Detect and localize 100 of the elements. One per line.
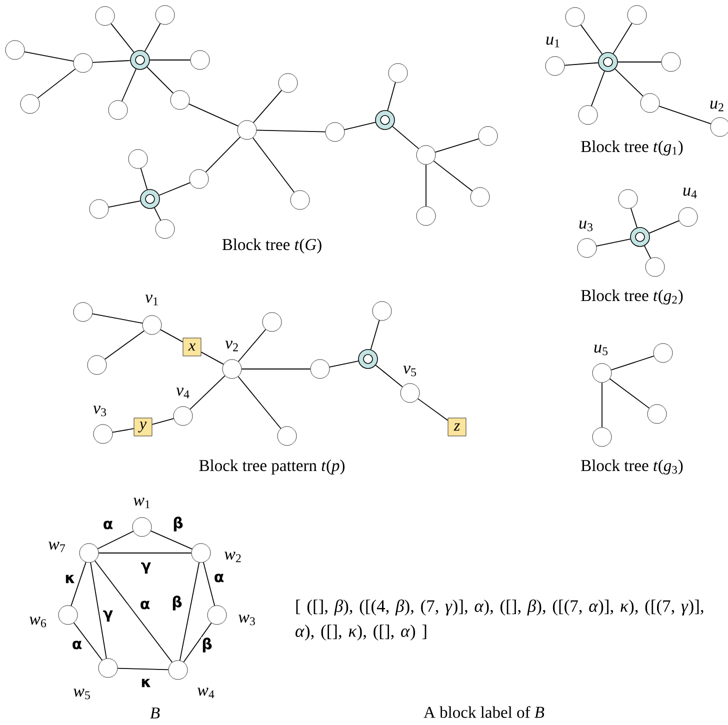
edge-line (329, 360, 359, 368)
vertex-node (155, 219, 175, 239)
vertex-node (647, 404, 667, 424)
edge-line (609, 378, 650, 409)
edge-line (110, 23, 134, 53)
vertex-node (79, 543, 99, 563)
edge-line (375, 364, 403, 388)
edge-line (434, 138, 480, 153)
edge-line (188, 104, 239, 126)
edge-line (205, 136, 241, 173)
vertex-label: w$_{7}$ (48, 542, 66, 552)
vertex-label: u$_{2}$ (710, 100, 724, 112)
edge-label: α (102, 520, 114, 530)
edge-line (238, 328, 266, 362)
edge-line (658, 106, 712, 124)
vertex-node (93, 424, 113, 444)
vertex-node (128, 149, 148, 169)
vertex-label: u$_{4}$ (683, 188, 697, 198)
edge-line (160, 329, 184, 342)
edge-line (154, 207, 162, 221)
vertex-node (310, 359, 330, 379)
edge-line (370, 320, 380, 350)
vertex-node (565, 7, 585, 27)
cut-vertex-node (140, 189, 160, 209)
caption: Block tree t(G) (222, 238, 322, 254)
vertex-label: u$_{1}$ (546, 36, 560, 48)
edge-label: α (139, 600, 151, 610)
vertex-label: v$_{2}$ (225, 340, 238, 352)
vertex-node (577, 238, 597, 258)
edge-line (648, 220, 680, 234)
edge-label: γ (102, 610, 114, 622)
vertex-node (470, 187, 490, 207)
vertex-node (478, 126, 498, 146)
vertex-node (325, 122, 345, 142)
vertex-node (190, 50, 210, 70)
edge-line (140, 168, 148, 190)
edge-line (92, 313, 143, 324)
vertex-label: w$_{1}$ (134, 498, 150, 508)
vertex-node (578, 105, 598, 125)
edge-line (144, 23, 161, 52)
edge-line (241, 368, 311, 370)
vertex-node (678, 207, 698, 227)
vertex-node (416, 145, 436, 165)
vertex-node (592, 427, 612, 447)
edge-line (97, 530, 134, 550)
edge-label: β (171, 595, 183, 611)
edge-line (190, 375, 226, 410)
vertex-node (388, 63, 408, 83)
vertex-label: v$_{1}$ (145, 294, 158, 306)
vertex-node (89, 199, 109, 219)
edge-label: β (201, 637, 213, 653)
edge-line (580, 24, 603, 54)
vertex-node (262, 312, 282, 332)
edge-line (612, 22, 632, 54)
vertex-node (618, 189, 638, 209)
edge-line (158, 182, 190, 196)
caption: A block label of B (424, 706, 544, 718)
vertex-node (73, 53, 93, 73)
vertex-node (207, 605, 227, 625)
vertex-node (20, 94, 40, 114)
edge-line (200, 352, 224, 365)
vertex-node (168, 660, 188, 680)
edge-label: α (71, 640, 83, 650)
edge-label: κ (64, 574, 76, 584)
edge-line (121, 68, 136, 102)
vertex-node (237, 120, 257, 140)
vertex-node (710, 117, 728, 137)
vertex-node (170, 90, 190, 110)
vertex-node (95, 6, 115, 26)
caption: Block tree t(g$_{2}$) (581, 290, 683, 304)
vertex-node (416, 206, 436, 226)
edge-line (24, 51, 74, 62)
vertex-node (155, 5, 175, 25)
edge-line (614, 68, 644, 97)
edge-line (387, 82, 396, 111)
vertex-node (640, 93, 660, 113)
edge-line (630, 208, 638, 228)
edge-line (117, 668, 169, 670)
vertex-node (653, 343, 673, 363)
vertex-label: v$_{5}$ (403, 366, 416, 376)
variable-box: y (134, 418, 152, 436)
vertex-node (400, 383, 420, 403)
edge-line (238, 376, 282, 429)
edge-line (392, 126, 420, 150)
edge-line (179, 562, 200, 661)
vertex-node (142, 315, 162, 335)
caption: Block tree t(g$_{3}$) (581, 460, 683, 474)
vertex-node (592, 363, 612, 383)
edge-line (610, 356, 654, 370)
edge-line (37, 68, 76, 98)
vertex-label: w$_{5}$ (74, 688, 90, 700)
edge-line (92, 60, 131, 63)
vertex-node (645, 257, 665, 277)
vertex-node (372, 301, 392, 321)
vertex-node (277, 426, 297, 446)
vertex-node (108, 100, 128, 120)
vertex-node (290, 190, 310, 210)
edge-line (252, 137, 295, 193)
edge-line (73, 622, 103, 661)
vertex-node (545, 56, 565, 76)
